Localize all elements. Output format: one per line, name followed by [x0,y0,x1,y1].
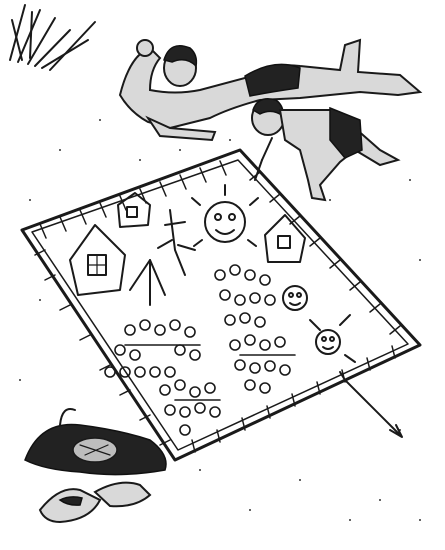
house-icon [117,192,151,228]
house-icon [264,214,306,263]
house-icon [69,224,126,296]
sand-speckles [19,119,421,521]
sand-drawing-icon [20,148,422,462]
sun-face-icon [191,184,259,247]
flower-icon [104,319,201,378]
sun-face-icon [282,285,356,363]
flower-icon [229,334,296,394]
grass-icon [9,4,96,71]
boy-drawing-icon [251,98,401,202]
flower-icon [159,379,221,436]
shoes-icon [38,481,152,524]
boy-lying-icon [118,38,423,142]
arrow-icon [339,371,403,438]
flower-icon [214,264,276,328]
clothes-pile-icon [24,408,167,476]
tree-icon [129,209,196,306]
